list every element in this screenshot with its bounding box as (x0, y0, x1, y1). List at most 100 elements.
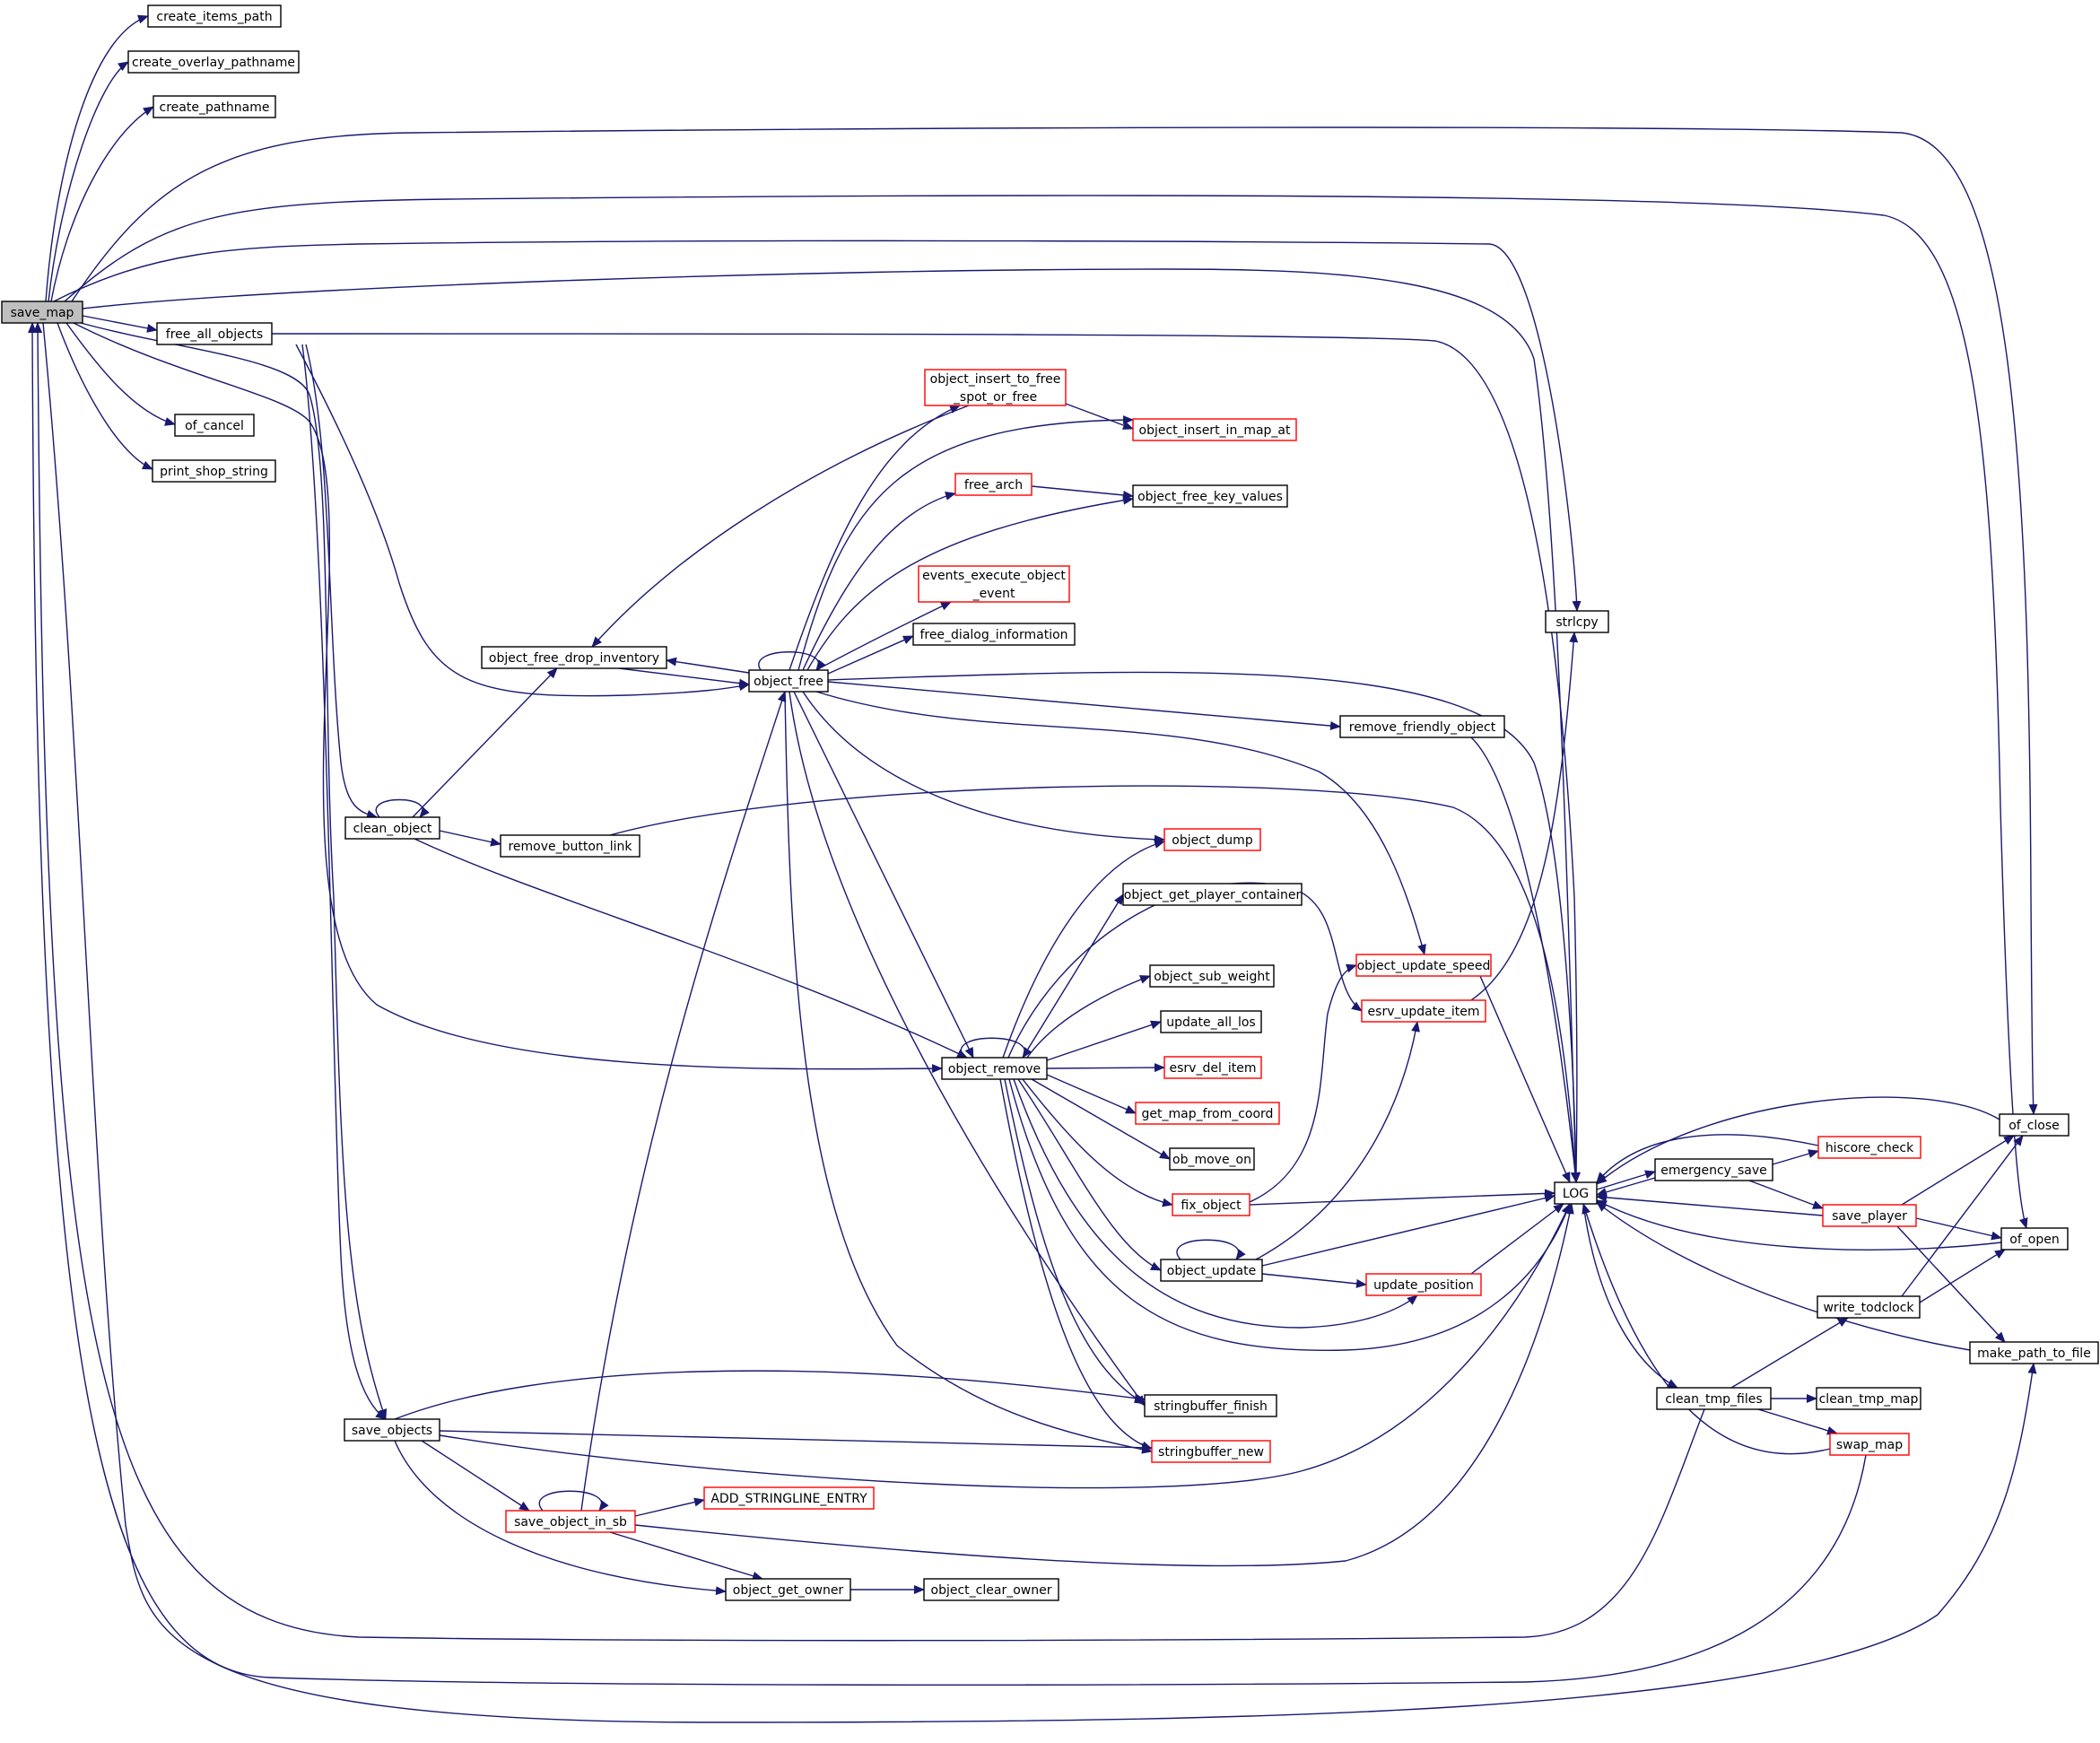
node-add-stringline-entry[interactable]: ADD_STRINGLINE_ENTRY (703, 1486, 875, 1510)
node-get-map-from-coord[interactable]: get_map_from_coord (1135, 1102, 1280, 1125)
edge-object_remove-to-stringbuffer_new (999, 1078, 1153, 1451)
node-box (1654, 1158, 1773, 1181)
edge-object_free-to-object_insert_in_map_at (797, 415, 1134, 671)
node-object-update-speed[interactable]: object_update_speed (1355, 954, 1492, 977)
edge-esrv_update_item-to-strlcpy (1470, 632, 1579, 1001)
node-free-all-objects[interactable]: free_all_objects (156, 322, 273, 345)
node-object-clear-owner[interactable]: object_clear_owner (923, 1578, 1059, 1601)
edge-object_remove-to-update_all_los (1046, 1020, 1162, 1061)
edge-line (793, 691, 974, 1059)
node-label: create_items_path (156, 10, 272, 24)
edge-line (802, 691, 1165, 844)
edge-free_arch-to-object_free_key_values (1031, 485, 1134, 500)
edge-save_map-to-of_close (71, 126, 2038, 1115)
node-object-free-key-values[interactable]: object_free_key_values (1132, 484, 1288, 508)
node-of-close[interactable]: of_close (1999, 1113, 2070, 1137)
node-create-pathname[interactable]: create_pathname (152, 95, 276, 118)
edge-line (1046, 1074, 1137, 1114)
node-object-insert-to-free-spot-or-free[interactable]: object_insert_to_free_spot_or_free (924, 369, 1067, 406)
node-events-execute-object-event[interactable]: events_execute_object_event (918, 565, 1070, 603)
node-free-dialog-information[interactable]: free_dialog_information (912, 623, 1076, 646)
node-create-items-path[interactable]: create_items_path (147, 4, 282, 28)
node-label: of_open (2009, 1233, 2059, 1247)
edge-line (815, 691, 1426, 955)
node-box (1817, 1295, 1921, 1319)
node-log[interactable]: LOG (1554, 1181, 1598, 1205)
node-object-insert-in-map-at[interactable]: object_insert_in_map_at (1132, 418, 1297, 441)
edge-line (591, 405, 970, 648)
node-stringbuffer-finish[interactable]: stringbuffer_finish (1144, 1394, 1277, 1417)
edge-line (609, 785, 1581, 1183)
edge-save_object_in_sb-to-save_object_in_sb (538, 1490, 609, 1512)
node-label: free_all_objects (166, 327, 263, 342)
edge-line (50, 106, 154, 302)
node-clean-tmp-files[interactable]: clean_tmp_files (1656, 1387, 1772, 1410)
node-box (1545, 610, 1609, 633)
node-remove-button-link[interactable]: remove_button_link (500, 834, 640, 858)
edge-object_free-to-object_dump (802, 691, 1165, 844)
function-nodes: save_map create_items_path create_overlay_… (1, 4, 2099, 1601)
node-esrv-del-item[interactable]: esrv_del_item (1163, 1056, 1262, 1079)
edge-clean_tmp_files-to-write_todclock (1730, 1317, 1849, 1389)
edge-object_remove-to-object_remove (960, 1037, 1033, 1059)
node-clean-object[interactable]: clean_object (344, 816, 440, 840)
node-label: clean_object (353, 822, 432, 836)
node-fix-object[interactable]: fix_object (1172, 1193, 1250, 1216)
node-update-position[interactable]: update_position (1365, 1273, 1482, 1296)
node-free-arch[interactable]: free_arch (954, 473, 1033, 496)
node-emergency-save[interactable]: emergency_save (1654, 1158, 1773, 1181)
edge-line (1901, 1135, 2024, 1297)
node-label: object_insert_to_free (930, 372, 1061, 387)
node-label: free_dialog_information (919, 628, 1067, 642)
edge-object_update-to-esrv_update_item (1255, 1021, 1420, 1260)
node-box (344, 1418, 440, 1442)
node-clean-tmp-map[interactable]: clean_tmp_map (1816, 1387, 1921, 1410)
node-object-free[interactable]: object_free (748, 669, 829, 693)
node-object-dump[interactable]: object_dump (1163, 828, 1261, 851)
edge-line (1596, 1134, 1819, 1183)
node-strlcpy[interactable]: strlcpy (1545, 610, 1609, 633)
node-write-todclock[interactable]: write_todclock (1817, 1295, 1921, 1319)
node-box (1169, 1147, 1255, 1171)
node-label: object_sub_weight (1154, 970, 1270, 984)
node-object-update[interactable]: object_update (1160, 1259, 1263, 1282)
node-label: save_object_in_sb (514, 1515, 627, 1529)
node-stringbuffer-new[interactable]: stringbuffer_new (1151, 1440, 1271, 1463)
node-save-objects[interactable]: save_objects (344, 1418, 440, 1442)
node-label: esrv_update_item (1368, 1005, 1480, 1019)
node-create-overlay-pathname[interactable]: create_overlay_pathname (127, 50, 300, 74)
node-object-sub-weight[interactable]: object_sub_weight (1149, 964, 1275, 988)
node-ob-move-on[interactable]: ob_move_on (1169, 1147, 1255, 1171)
node-of-cancel[interactable]: of_cancel (174, 414, 255, 437)
edge-line (1261, 1273, 1367, 1288)
node-remove-friendly-object[interactable]: remove_friendly_object (1339, 715, 1505, 738)
node-object-free-drop-inventory[interactable]: object_free_drop_inventory (481, 646, 667, 669)
edge-line (1596, 1177, 1656, 1197)
node-esrv-update-item[interactable]: esrv_update_item (1361, 999, 1486, 1023)
node-of-open[interactable]: of_open (2000, 1227, 2069, 1251)
node-print-shop-string[interactable]: print_shop_string (152, 459, 276, 483)
edge-of_close-to-LOG (1596, 1096, 2000, 1185)
node-label: object_free (754, 675, 823, 689)
edge-remove_button_link-to-LOG (609, 785, 1581, 1183)
node-swap-map[interactable]: swap_map (1829, 1433, 1910, 1456)
node-label: write_todclock (1823, 1301, 1914, 1315)
node-hiscore-check[interactable]: hiscore_check (1817, 1136, 1921, 1159)
edge-save_map-to-create_pathname (50, 106, 154, 302)
edge-save_map-to-make_path_to_file (42, 322, 2037, 1723)
edge-line (1596, 1096, 2000, 1185)
node-label: object_update_speed (1357, 959, 1491, 973)
node-save-map[interactable]: save_map (1, 301, 83, 324)
node-object-remove[interactable]: object_remove (941, 1057, 1048, 1080)
node-object-get-player-container[interactable]: object_get_player_container (1122, 883, 1303, 906)
edge-save_object_in_sb-to-ADD_STRINGLINE_ENTRY (634, 1497, 705, 1517)
node-save-object-in-sb[interactable]: save_object_in_sb (505, 1510, 636, 1533)
node-save-player[interactable]: save_player (1822, 1204, 1917, 1227)
node-make-path-to-file[interactable]: make_path_to_file (1969, 1341, 2099, 1364)
node-label: object_get_player_container (1124, 888, 1302, 902)
node-label: hiscore_check (1826, 1141, 1914, 1155)
node-box (147, 4, 282, 28)
node-label: _event (972, 587, 1015, 601)
node-object-get-owner[interactable]: object_get_owner (725, 1578, 851, 1601)
node-update-all-los[interactable]: update_all_los (1160, 1010, 1262, 1033)
